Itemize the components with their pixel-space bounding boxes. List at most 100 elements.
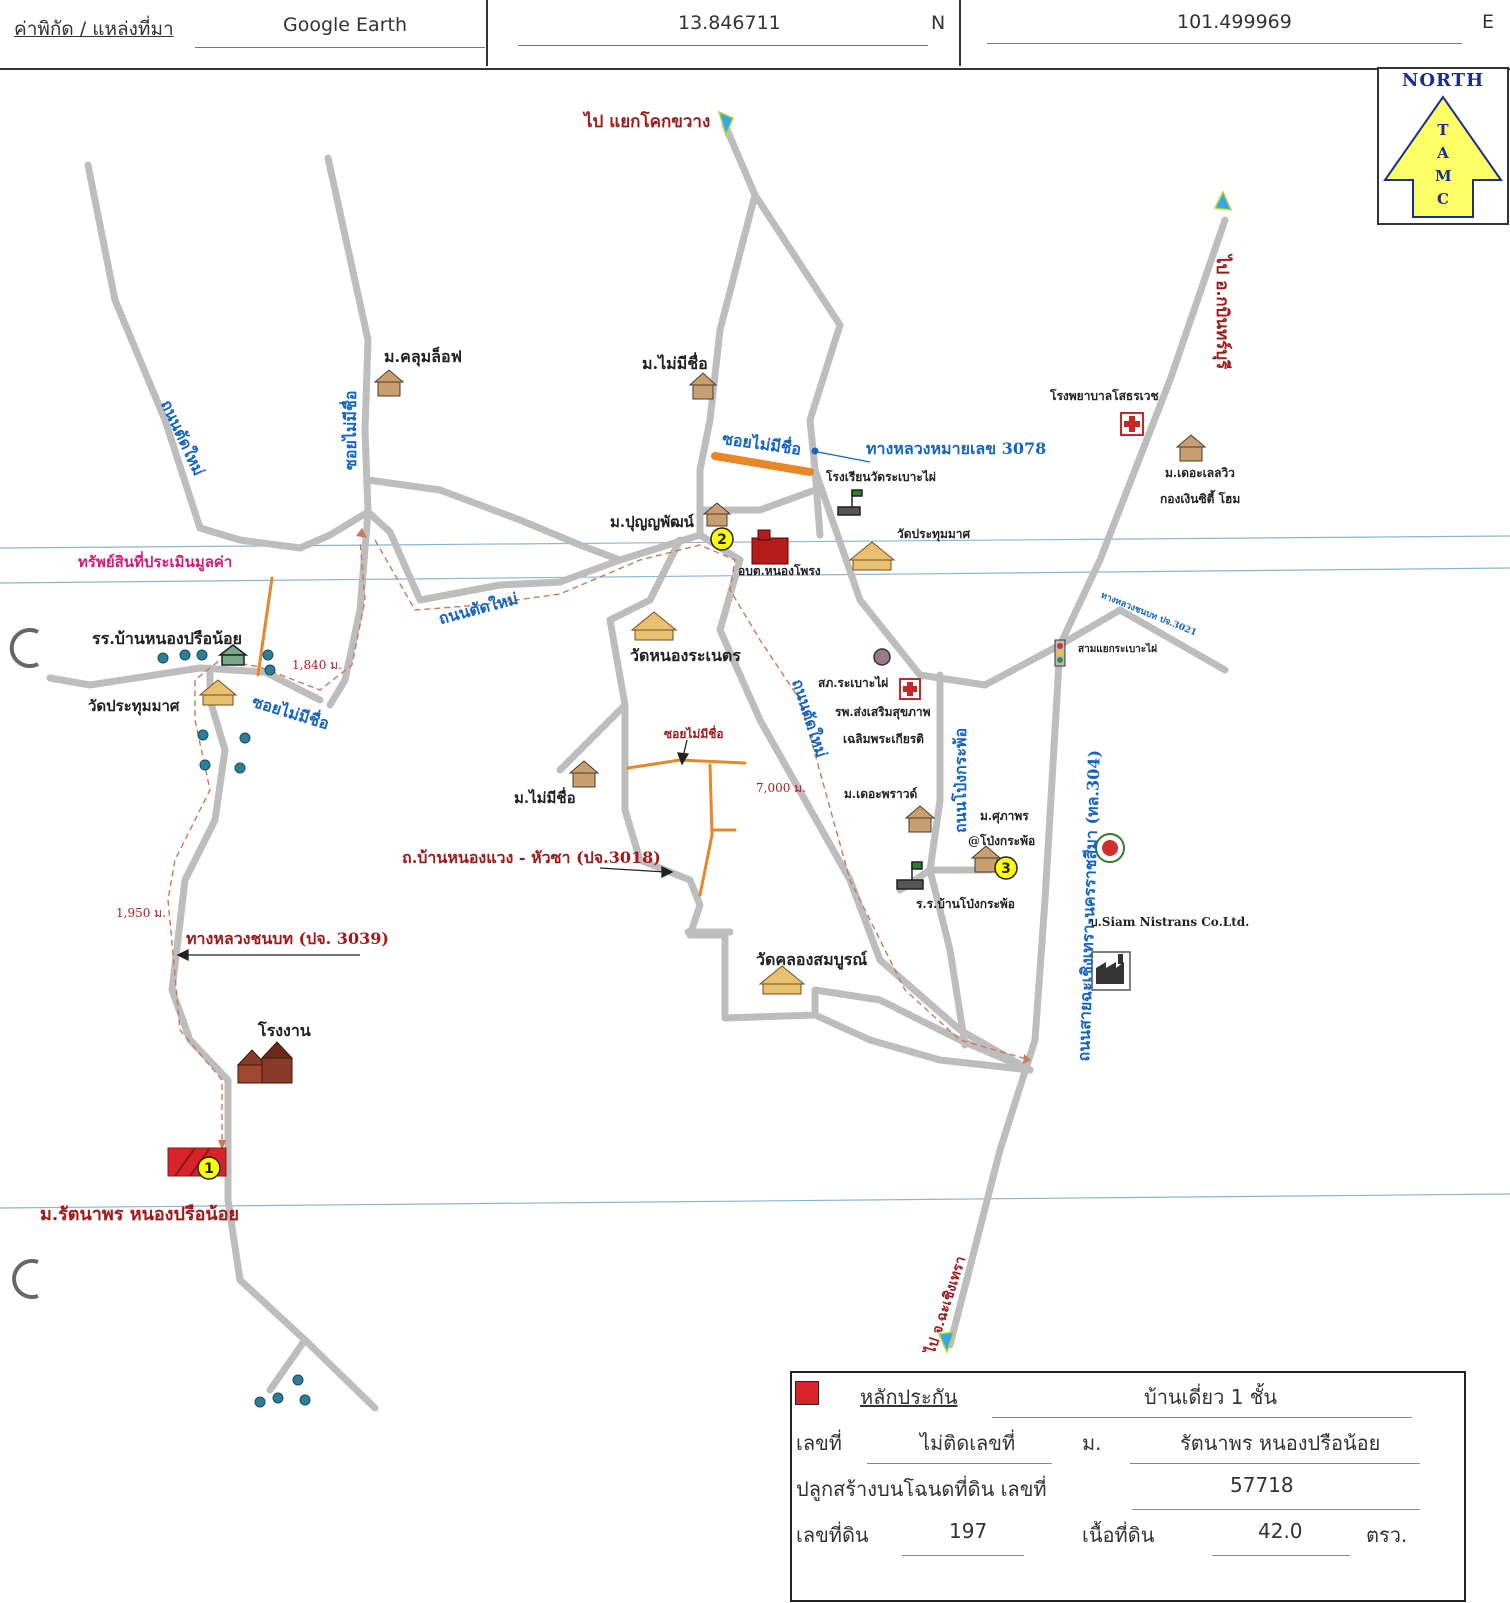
label-obt-nongphrong: อบต.หนองโพรง xyxy=(738,564,821,578)
school-flag-icon xyxy=(896,861,924,890)
label-soi-maimichue-small: ซอยไม่มีชื่อ xyxy=(664,727,724,741)
house-icon xyxy=(688,372,718,400)
binder-marks xyxy=(9,628,39,1299)
label-sk-rabophai: สภ.ระเบาะไผ่ xyxy=(818,676,889,690)
header-bar: ค่าพิกัด / แหล่งที่มา Google Earth 13.84… xyxy=(0,0,1510,70)
traffic-light-icon xyxy=(1054,639,1066,667)
road-tatmai-west xyxy=(84,161,372,552)
label-rph-1: รพ.ส่งเสริมสุขภาพ xyxy=(835,705,931,719)
longitude-dir: E xyxy=(1482,11,1495,33)
label-wat-khlongsombun: วัดคลองสมบูรณ์ xyxy=(756,950,868,969)
legend-type-value: บ้านเดี่ยว 1 ชั้น xyxy=(1144,1385,1278,1409)
school-icons xyxy=(217,489,924,890)
north-letter-m: M xyxy=(1435,167,1452,185)
label-school-rabiabphai: โรงเรียนวัดระเบาะไผ่ xyxy=(826,470,936,484)
label-wat-prathum-left: วัดประทุมมาศ xyxy=(88,697,180,715)
label-moo-theprawat: ม.เดอะพราวด์ xyxy=(844,787,918,801)
road-village-left xyxy=(46,664,324,704)
temple-icons xyxy=(198,541,896,995)
road-arrows xyxy=(717,110,1233,1355)
north-letter-a: A xyxy=(1437,144,1449,162)
label-rph-2: เฉลิมพระเกียรติ xyxy=(843,732,924,746)
label-moo-deluxe-2: กองเงินซิตี้ โฮม xyxy=(1160,492,1241,506)
latitude-value: 13.846711 xyxy=(678,12,781,34)
marker-3-icon xyxy=(994,856,1018,880)
label-moo-maimichue-top: ม.ไม่มีชื่อ xyxy=(642,354,708,373)
label-moo-deluxe-1: ม.เดอะเลลวิว xyxy=(1165,466,1235,480)
road-north-loop xyxy=(696,191,759,539)
hospital-icons xyxy=(899,412,1144,700)
road-punyapat-south xyxy=(696,531,1034,1074)
house-icon xyxy=(904,805,936,833)
north-letter-c: C xyxy=(1437,190,1449,208)
marker-1-label: 1 xyxy=(204,1161,214,1177)
temple-icon xyxy=(630,611,678,641)
collateral-legend: หลักประกัน บ้านเดี่ยว 1 ชั้น เลขที่ ไม่ต… xyxy=(790,1371,1466,1602)
route-path xyxy=(167,528,1031,1150)
label-highway-3078: ทางหลวงหมายเลข 3078 xyxy=(866,439,1047,458)
school-flag-icon xyxy=(837,489,863,516)
tree-icons xyxy=(157,649,311,1408)
house-icon xyxy=(1175,434,1207,462)
label-soi-maimichue-top: ซอยไม่มีชื่อ xyxy=(341,390,360,470)
label-moo-khumloff: ม.คลุมล็อฟ xyxy=(384,347,462,366)
label-dist-7000: 7,000 ม. xyxy=(756,781,806,795)
temple-icon xyxy=(198,679,238,706)
label-to-kabinburi: ไป อ.กบินทร์บุรี xyxy=(1212,255,1232,370)
longitude-value: 101.499969 xyxy=(1177,11,1292,33)
road-3078-east xyxy=(811,466,1064,689)
label-moo-maimichue-mid: ม.ไม่มีชื่อ xyxy=(514,789,576,807)
coord-source: Google Earth xyxy=(283,14,407,36)
house-icon xyxy=(568,760,600,788)
label-hospital-sothorn: โรงพยาบาลโสธรเวช xyxy=(1050,389,1159,403)
road-left-drop xyxy=(326,508,372,709)
label-school-pongkrapho: ร.ร.บ้านโป่งกระพ้อ xyxy=(916,897,1015,911)
road-wat-nongranet xyxy=(556,536,684,774)
label-road-3018: ถ.บ้านหนองแวง - หัวซา (ปจ.3018) xyxy=(402,848,661,867)
legend-no-label: เลขที่ xyxy=(796,1431,842,1455)
label-dist-1840: 1,840 ม. xyxy=(292,658,342,672)
legend-land-no-label: เลขที่ดิน xyxy=(796,1523,869,1547)
temple-icon xyxy=(848,541,896,571)
road-3021 xyxy=(1056,606,1229,674)
label-intersection: สามแยกระเบาะไผ่ xyxy=(1078,644,1158,655)
marker-1-icon xyxy=(197,1156,221,1180)
legend-area-unit: ตรว. xyxy=(1366,1523,1408,1547)
label-school-nongpruenoi: รร.บ้านหนองปรือน้อย xyxy=(92,629,243,648)
marker-2-icon xyxy=(710,527,734,551)
north-arrow-icon xyxy=(1383,95,1503,218)
factory-icon xyxy=(1091,951,1131,991)
gas-station-icon xyxy=(1095,833,1125,863)
road-rural-3039 xyxy=(168,664,379,1412)
temple-icon xyxy=(758,965,806,995)
legend-area-value: 42.0 xyxy=(1258,1519,1303,1543)
legend-title-deed-value: 57718 xyxy=(1230,1473,1294,1497)
legend-title: หลักประกัน xyxy=(860,1385,958,1409)
house-icon xyxy=(970,845,1002,873)
label-wat-prathum-right: วัดประทุมมาศ xyxy=(897,527,971,541)
legend-moo-value: รัตนาพร หนองปรือน้อย xyxy=(1180,1431,1381,1455)
pointer-arrows xyxy=(176,447,871,962)
road-south-loop xyxy=(686,931,1034,1074)
label-moo-punyapat: ม.ปุญญพัฒน์ xyxy=(610,513,694,531)
hospital-cross-icon xyxy=(1120,412,1144,436)
police-station-icon xyxy=(873,648,891,666)
label-asset: ทรัพย์สินที่ประเมินมูลค่า xyxy=(78,553,233,571)
label-road-pongkrapho: ถนนโป่งกระพ้อ xyxy=(951,727,970,833)
legend-no-value: ไม่ติดเลขที่ xyxy=(920,1431,1016,1455)
north-letter-t: T xyxy=(1437,121,1449,139)
label-siam-nistrans: บ.Siam Nistrans Co.Ltd. xyxy=(1090,915,1250,929)
north-label: NORTH xyxy=(1401,70,1485,91)
latitude-dir: N xyxy=(931,12,946,34)
house-icons xyxy=(373,369,1207,873)
label-to-khokkhwang: ไป แยกโคกขวาง xyxy=(584,112,711,132)
legend-title-deed-label: ปลูกสร้างบนโฉนดที่ดิน เลขที่ xyxy=(796,1477,1047,1501)
collateral-swatch-icon xyxy=(795,1381,819,1405)
hospital-cross-icon xyxy=(899,678,921,700)
legend-area-label: เนื้อที่ดิน xyxy=(1082,1523,1155,1547)
road-soi-north xyxy=(324,154,372,516)
road-cross-a xyxy=(364,476,624,564)
label-moo-rattanaporn: ม.รัตนาพร หนองปรือน้อย xyxy=(40,1204,240,1225)
coord-label: ค่าพิกัด / แหล่งที่มา xyxy=(14,18,174,40)
